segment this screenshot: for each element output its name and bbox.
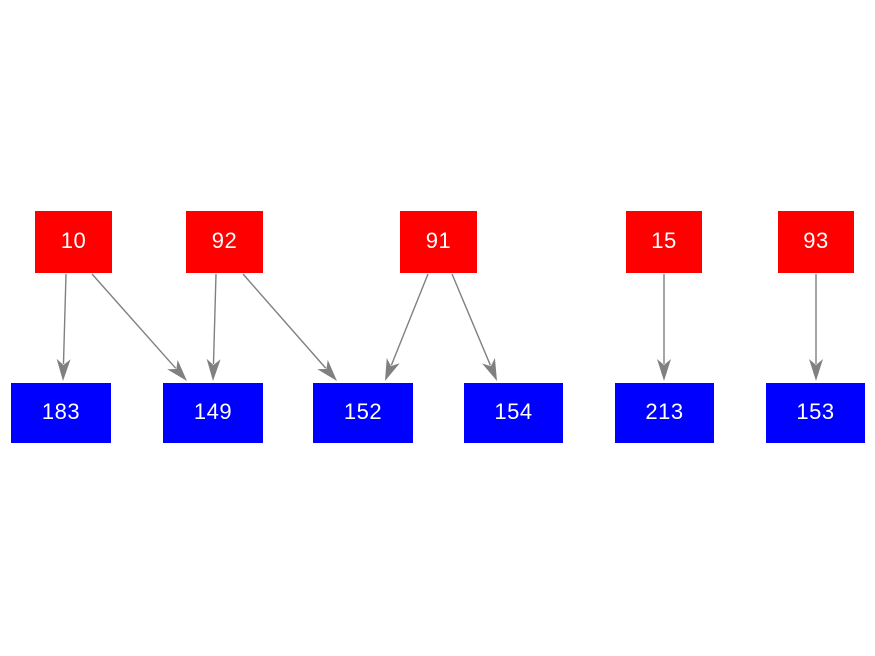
node-label: 91 <box>425 228 452 253</box>
arrowhead-icon <box>317 359 337 381</box>
arrowhead-icon <box>167 359 187 381</box>
target-node-149[interactable]: 149 <box>163 383 263 443</box>
node-label: 149 <box>193 399 233 424</box>
source-node-91[interactable]: 91 <box>400 211 477 273</box>
edge-92-to-152 <box>242 273 337 381</box>
source-node-10[interactable]: 10 <box>35 211 112 273</box>
edge-line <box>91 273 177 369</box>
edge-line <box>212 273 217 365</box>
arrowhead-icon <box>56 358 71 381</box>
node-label: 93 <box>803 228 829 253</box>
edge-15-to-213 <box>657 274 671 381</box>
node-label: 15 <box>651 228 677 253</box>
target-node-152[interactable]: 152 <box>313 383 413 443</box>
target-node-183[interactable]: 183 <box>11 383 111 443</box>
arrowhead-icon <box>482 358 497 381</box>
target-node-153[interactable]: 153 <box>766 383 865 443</box>
source-node-15[interactable]: 15 <box>626 211 702 273</box>
node-label: 152 <box>343 399 383 424</box>
target-node-213[interactable]: 213 <box>615 383 714 443</box>
node-label: 183 <box>41 399 81 424</box>
edge-line <box>451 273 492 366</box>
edge-10-to-149 <box>91 273 187 381</box>
node-label: 10 <box>60 228 87 253</box>
node-label: 92 <box>211 228 238 253</box>
arrowhead-icon <box>385 357 400 381</box>
edge-line <box>62 273 67 365</box>
node-label: 153 <box>796 399 835 424</box>
edge-91-to-154 <box>451 273 497 381</box>
arrowhead-icon <box>206 358 221 381</box>
edge-line <box>390 273 429 366</box>
edge-10-to-183 <box>56 273 71 381</box>
edge-93-to-153 <box>809 274 823 381</box>
node-label: 213 <box>645 399 684 424</box>
target-node-154[interactable]: 154 <box>464 383 563 443</box>
arrowhead-icon <box>809 359 823 381</box>
arrowhead-icon <box>657 359 671 381</box>
node-label: 154 <box>494 399 533 424</box>
edge-line <box>242 273 327 369</box>
source-node-92[interactable]: 92 <box>186 211 263 273</box>
source-node-93[interactable]: 93 <box>778 211 854 273</box>
edge-91-to-152 <box>385 273 429 381</box>
edge-92-to-149 <box>206 273 221 381</box>
